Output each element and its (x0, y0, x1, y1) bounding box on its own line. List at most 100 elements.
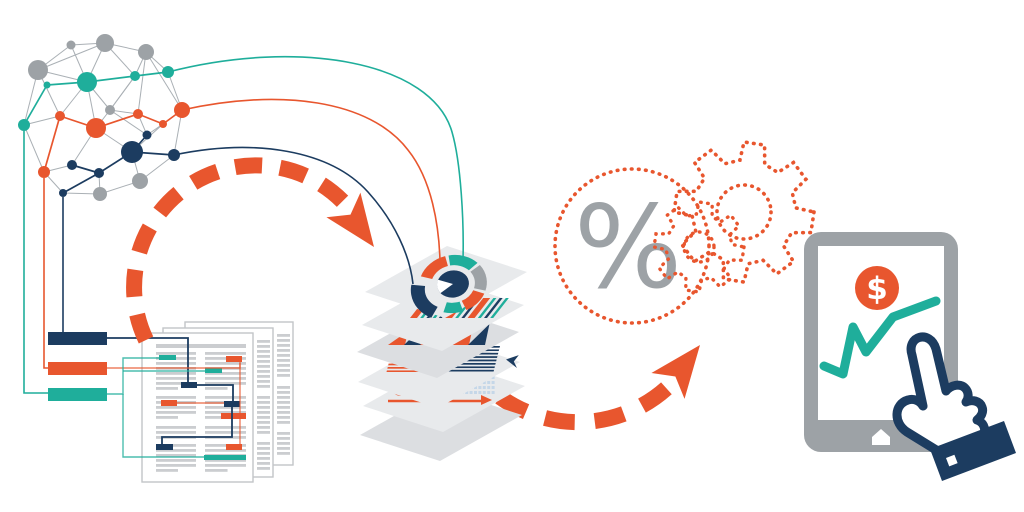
highlight-orange (161, 400, 177, 406)
text-line (257, 375, 270, 378)
text-line (277, 406, 290, 409)
flow-arrow-2 (495, 345, 700, 431)
dotted-circle (553, 167, 711, 325)
text-line (205, 444, 246, 447)
text-line (277, 416, 290, 419)
network-node (28, 60, 48, 80)
highlight-teal (159, 355, 176, 360)
connector-teal (23, 131, 48, 394)
annotation-line-navy (161, 407, 233, 444)
text-line (277, 401, 290, 404)
dot (482, 386, 486, 389)
stripe (484, 298, 503, 318)
dot (478, 386, 482, 389)
annotation-line-navy (197, 384, 234, 401)
text-line (277, 452, 290, 455)
gear-large-outline (671, 139, 817, 285)
network-node (59, 189, 67, 197)
category-bar-orange (48, 362, 107, 375)
text-line (257, 431, 270, 434)
gear-small-hole (682, 230, 716, 264)
text-line (257, 447, 270, 450)
network-edge-colored (43, 115, 61, 173)
network-node (18, 119, 30, 131)
text-line (277, 349, 290, 352)
pointing-hand-icon (892, 332, 1016, 481)
highlight-teal (205, 368, 222, 373)
highlight-navy (224, 401, 240, 407)
text-line (205, 411, 246, 414)
text-line (205, 469, 228, 472)
network-graph (18, 34, 190, 201)
text-line (257, 457, 270, 460)
dot (482, 381, 486, 384)
text-line (156, 469, 178, 472)
network-edge-colored (62, 172, 100, 194)
dot (487, 381, 491, 384)
dot (487, 391, 491, 394)
home-button-icon (872, 429, 890, 445)
highlight-orange (221, 413, 246, 419)
document-highlights (156, 355, 246, 460)
dollar-coin-icon (855, 266, 899, 310)
text-line (277, 386, 290, 389)
text-line (257, 401, 270, 404)
network-node (66, 40, 76, 50)
text-line (205, 464, 246, 467)
text-line (257, 370, 270, 373)
text-line (156, 387, 178, 390)
text-line (156, 431, 196, 434)
cuff-button (946, 454, 958, 467)
text-line (205, 387, 228, 390)
text-line (257, 385, 270, 388)
gear-large-hole (715, 183, 773, 241)
connector-orange (43, 178, 48, 369)
dollar-symbol: $ (866, 271, 888, 307)
text-line (205, 352, 246, 355)
donut-center-notch (437, 279, 453, 294)
annotation-line-teal (107, 357, 159, 395)
dot (465, 391, 469, 394)
text-line (277, 339, 290, 342)
network-curve-teal (167, 55, 464, 261)
text-line (277, 391, 290, 394)
text-line (205, 459, 246, 462)
gear-large-icon (671, 139, 817, 285)
dot (487, 386, 491, 389)
gear-small-icon (652, 200, 746, 294)
network-node (93, 187, 107, 201)
text-line (156, 406, 196, 409)
report-layer-stack (357, 246, 527, 461)
text-line (156, 344, 246, 348)
category-bars (48, 332, 107, 401)
network-node (142, 130, 152, 140)
hand-outline (892, 332, 990, 469)
text-line (156, 411, 196, 414)
stripe (477, 298, 497, 318)
dashed-arc (126, 157, 359, 344)
text-line (205, 406, 246, 409)
text-line (205, 396, 246, 399)
highlight-orange (226, 356, 242, 362)
network-node (132, 173, 148, 189)
network-node (77, 72, 97, 92)
highlight-orange (226, 444, 242, 450)
network-node (130, 71, 140, 81)
text-line (277, 432, 290, 435)
text-line (156, 459, 196, 462)
text-line (277, 354, 290, 357)
category-bar-navy (48, 332, 107, 345)
text-line (205, 357, 246, 360)
text-line (277, 442, 290, 445)
network-node (138, 44, 154, 60)
text-line (277, 396, 290, 399)
gear-small-outline (652, 200, 746, 294)
text-line (257, 416, 270, 419)
text-line (277, 369, 290, 372)
text-line (257, 396, 270, 399)
dot (491, 386, 495, 389)
text-line (277, 344, 290, 347)
donut-chart (410, 254, 487, 321)
donut-seg-teal (419, 254, 487, 314)
